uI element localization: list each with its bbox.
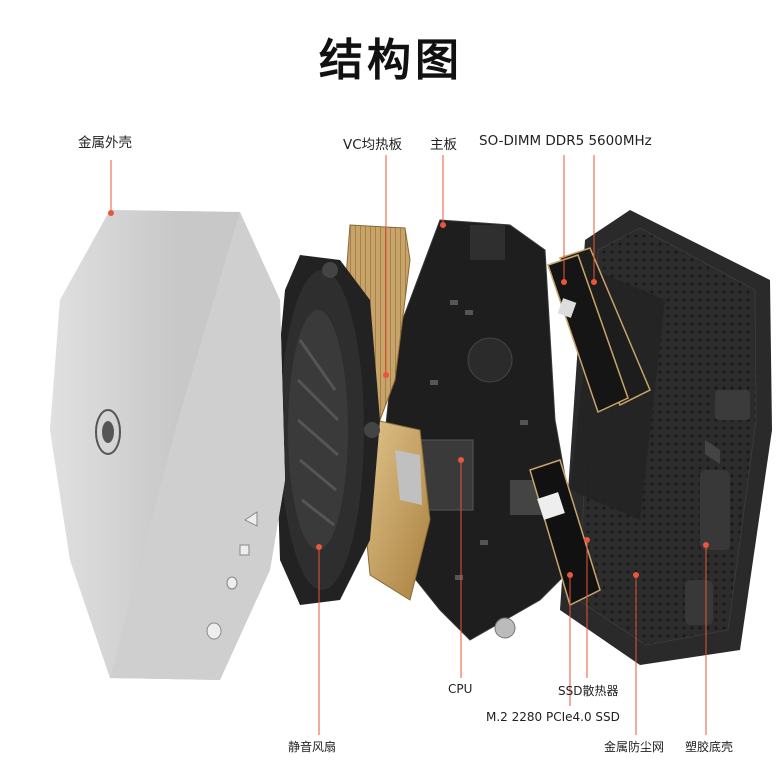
label-plastic-base: 塑胶底壳 bbox=[685, 740, 734, 754]
leader-lines bbox=[108, 155, 709, 735]
label-mainboard: 主板 bbox=[430, 137, 457, 153]
label-ssd: M.2 2280 PCIe4.0 SSD bbox=[486, 710, 620, 724]
label-dust-mesh: 金属防尘网 bbox=[604, 740, 665, 754]
label-ram: SO-DIMM DDR5 5600MHz bbox=[479, 133, 652, 149]
metal-shell bbox=[50, 210, 285, 680]
label-fan: 静音风扇 bbox=[288, 740, 337, 754]
label-cpu: CPU bbox=[448, 682, 473, 696]
silent-fan bbox=[275, 255, 380, 605]
ssd-module bbox=[529, 459, 601, 607]
label-metal-shell: 金属外壳 bbox=[78, 135, 132, 151]
ram-modules bbox=[547, 247, 651, 414]
label-vc-heatsink: VC均热板 bbox=[343, 137, 403, 153]
label-ssd-heatsink: SSD散热器 bbox=[558, 684, 619, 698]
page-title: 结构图 bbox=[319, 35, 463, 86]
